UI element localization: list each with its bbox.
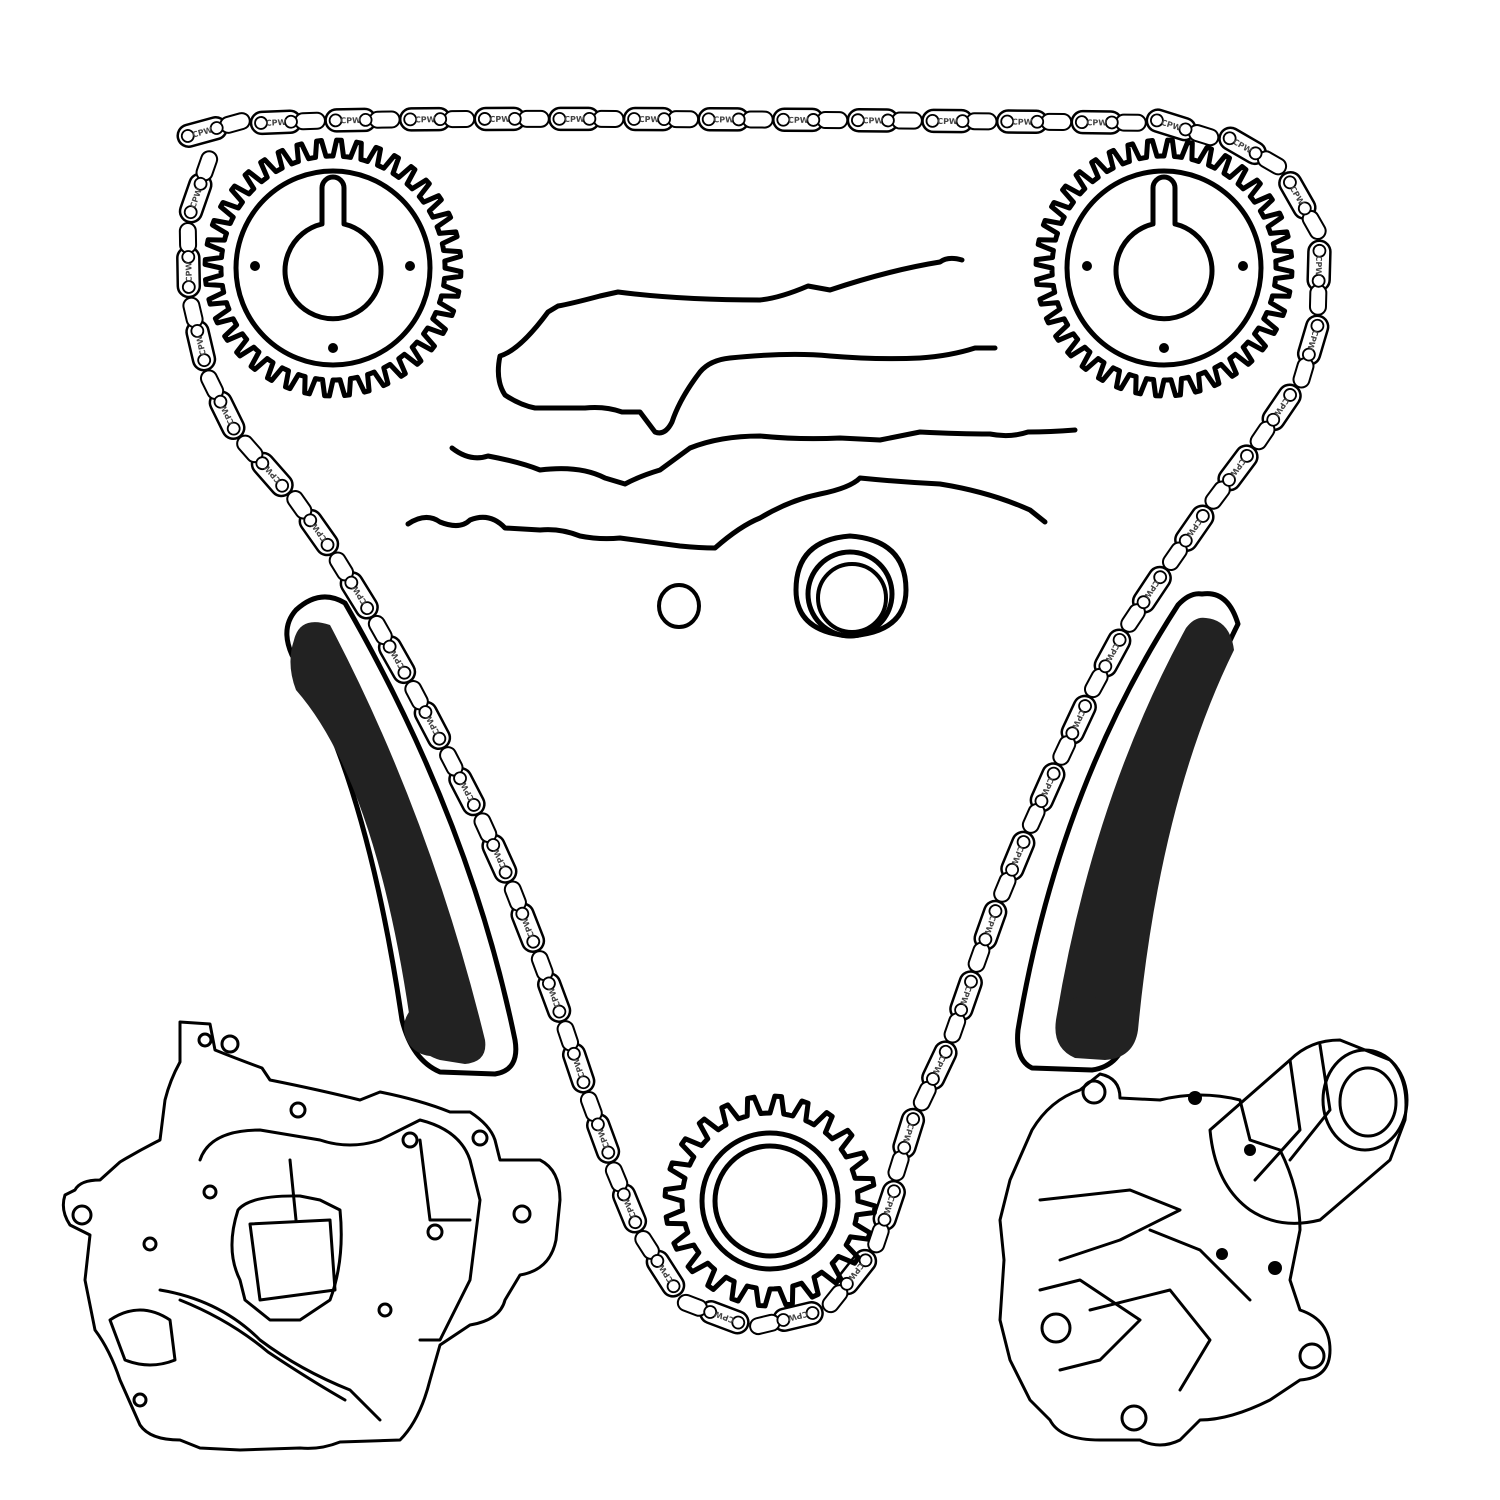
chain-link: CPW xyxy=(176,222,202,299)
chain-link: CPW xyxy=(404,680,452,751)
chain-link: CPW xyxy=(1083,628,1132,699)
chain-link: CPW xyxy=(772,107,849,133)
chain-link-label: CPW xyxy=(340,116,361,125)
chain-link: CPW xyxy=(1021,762,1066,834)
chain-link: CPW xyxy=(182,296,217,372)
small-o-ring xyxy=(657,583,701,629)
chain-link: CPW xyxy=(604,1161,648,1234)
chain-link: CPW xyxy=(821,1248,878,1314)
chain-link: CPW xyxy=(178,150,219,224)
left-cam-sprocket xyxy=(202,137,464,399)
chain-link: CPW xyxy=(328,551,379,620)
lower-gasket xyxy=(405,475,1048,551)
chain-link-label: CPW xyxy=(1314,255,1324,276)
chain-link: CPW xyxy=(579,1090,621,1164)
chain-link: CPW xyxy=(1218,126,1288,176)
chain-link-label: CPW xyxy=(937,117,958,126)
chain-link: CPW xyxy=(676,1293,750,1335)
right-chain-guide xyxy=(1015,591,1241,1073)
chain-link: CPW xyxy=(1145,108,1220,147)
chain-link-label: CPW xyxy=(713,115,734,124)
chain-link: CPW xyxy=(887,1107,926,1182)
chain-link: CPW xyxy=(556,1020,596,1094)
chain-link: CPW xyxy=(473,812,518,884)
chain-link: CPW xyxy=(912,1040,958,1112)
chain-link: CPW xyxy=(1161,504,1215,572)
upper-gasket xyxy=(495,255,998,436)
chain-link: CPW xyxy=(503,880,546,953)
chain-link: CPW xyxy=(249,109,326,136)
left-chain-guide xyxy=(284,594,519,1077)
chain-link-label: CPW xyxy=(266,118,287,128)
chain-link: CPW xyxy=(439,746,486,817)
chain-link-label: CPW xyxy=(1086,118,1107,127)
chain-link: CPW xyxy=(367,614,417,685)
chain-link: CPW xyxy=(473,106,550,132)
chain-link: CPW xyxy=(697,107,774,132)
middle-gasket xyxy=(449,427,1078,487)
chain-link-label: CPW xyxy=(564,115,585,124)
chain-link: CPW xyxy=(1052,694,1097,766)
chain-link: CPW xyxy=(548,106,625,132)
chain-link: CPW xyxy=(236,434,294,498)
chain-link: CPW xyxy=(993,830,1036,903)
crank-seal xyxy=(793,533,909,639)
chain-link: CPW xyxy=(1292,314,1330,389)
chain-link: CPW xyxy=(324,107,401,133)
chain-link: CPW xyxy=(199,369,246,440)
chain-link: CPW xyxy=(398,106,476,132)
chain-link-label: CPW xyxy=(1012,118,1033,127)
crank-sprocket xyxy=(662,1093,878,1309)
chain-link: CPW xyxy=(867,1179,906,1254)
chain-link: CPW xyxy=(921,108,998,134)
chain-link: CPW xyxy=(1306,239,1332,316)
oil-pump xyxy=(61,1020,562,1452)
chain-link: CPW xyxy=(749,1300,824,1336)
chain-link: CPW xyxy=(846,107,923,133)
chain-link-label: CPW xyxy=(184,261,193,282)
chain-link-label: CPW xyxy=(415,115,436,124)
chain-link: CPW xyxy=(1249,383,1302,451)
chain-link-label: CPW xyxy=(863,116,884,125)
chain-link: CPW xyxy=(286,490,340,557)
chain-link: CPW xyxy=(995,109,1073,134)
chain-link-label: CPW xyxy=(639,115,660,124)
chain-link-label: CPW xyxy=(490,115,511,124)
chain-link: CPW xyxy=(530,950,572,1023)
chain-link: CPW xyxy=(1204,444,1259,510)
chain-link-label: CPW xyxy=(788,116,809,125)
right-cam-sprocket xyxy=(1033,137,1295,399)
chain-link: CPW xyxy=(1278,170,1327,240)
chain-link: CPW xyxy=(622,106,700,132)
chain-link: CPW xyxy=(176,112,251,148)
chain-link: CPW xyxy=(1070,109,1147,135)
chain-link: CPW xyxy=(943,970,983,1044)
chain-link: CPW xyxy=(967,899,1008,973)
water-pump xyxy=(998,1038,1409,1447)
chain-link: CPW xyxy=(634,1230,686,1298)
